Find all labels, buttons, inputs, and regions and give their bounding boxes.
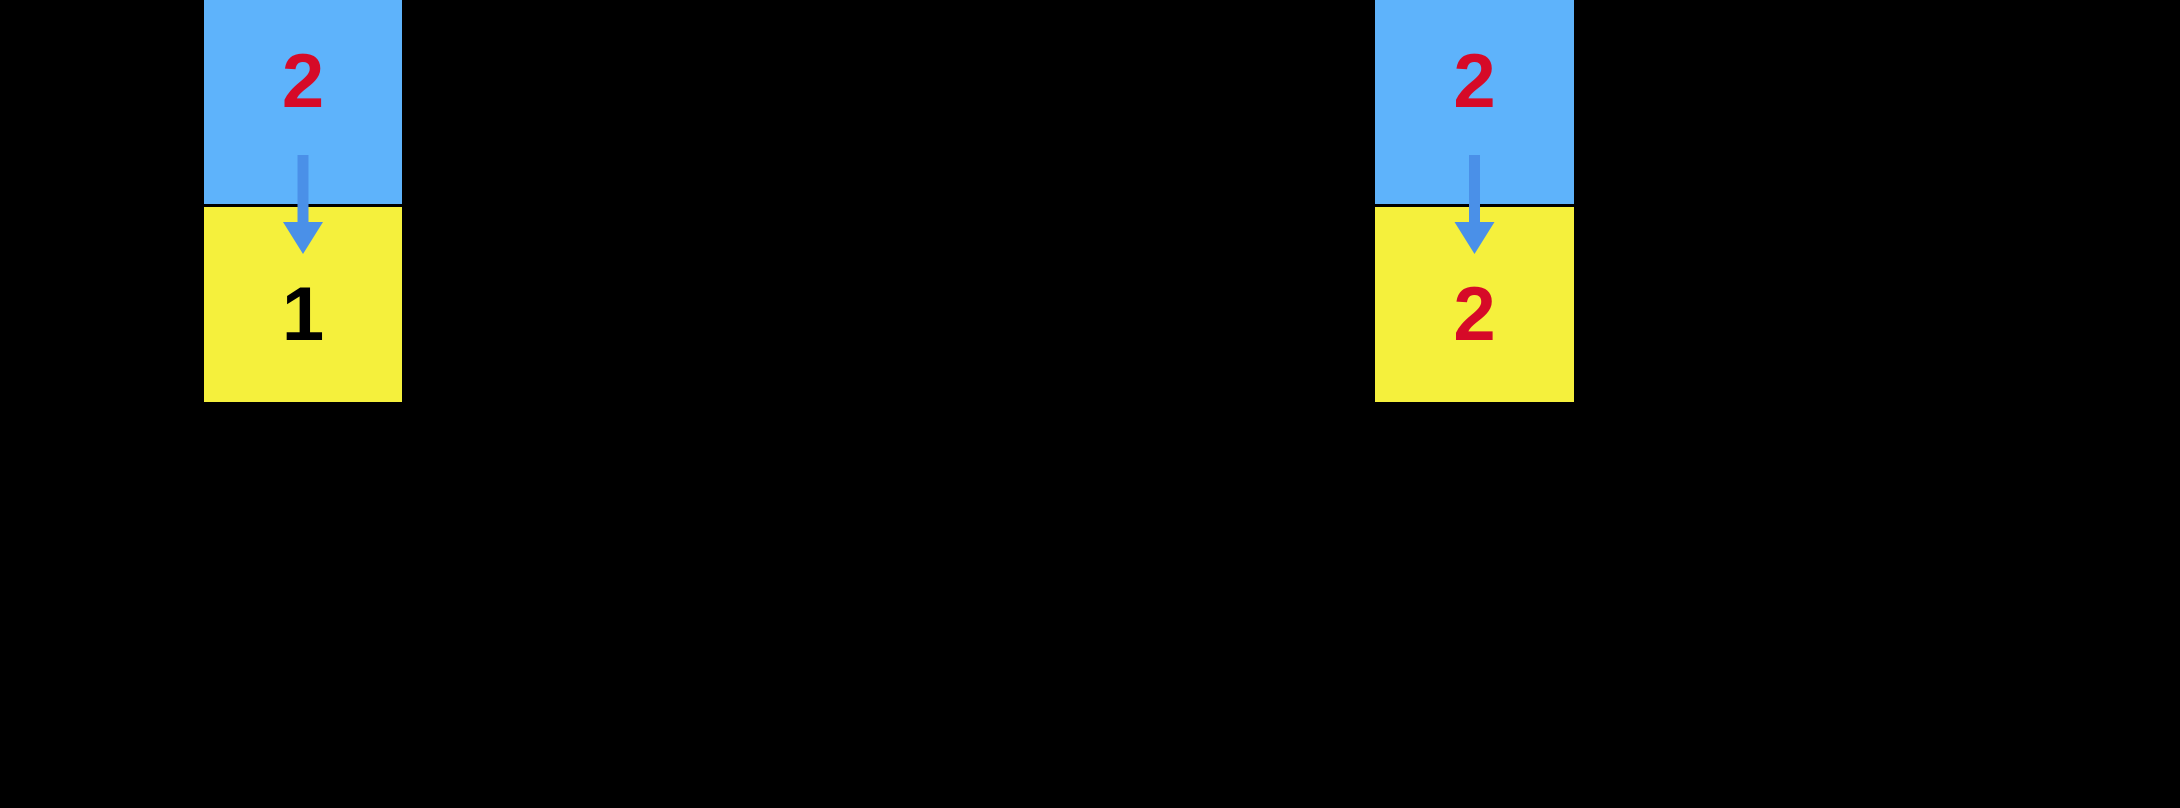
blue-cell-right-value: 2 — [1453, 39, 1496, 124]
blue-cell-right[interactable]: 2 — [1375, 0, 1574, 204]
blue-cell-left-value: 2 — [281, 39, 325, 124]
yellow-cell-left-value: 1 — [281, 272, 325, 357]
blue-cell-left[interactable]: 2 — [204, 0, 402, 204]
yellow-cell-right[interactable]: 2 — [1375, 204, 1574, 402]
yellow-cell-right-value: 2 — [1453, 272, 1496, 357]
yellow-cell-left[interactable]: 1 — [204, 204, 402, 402]
